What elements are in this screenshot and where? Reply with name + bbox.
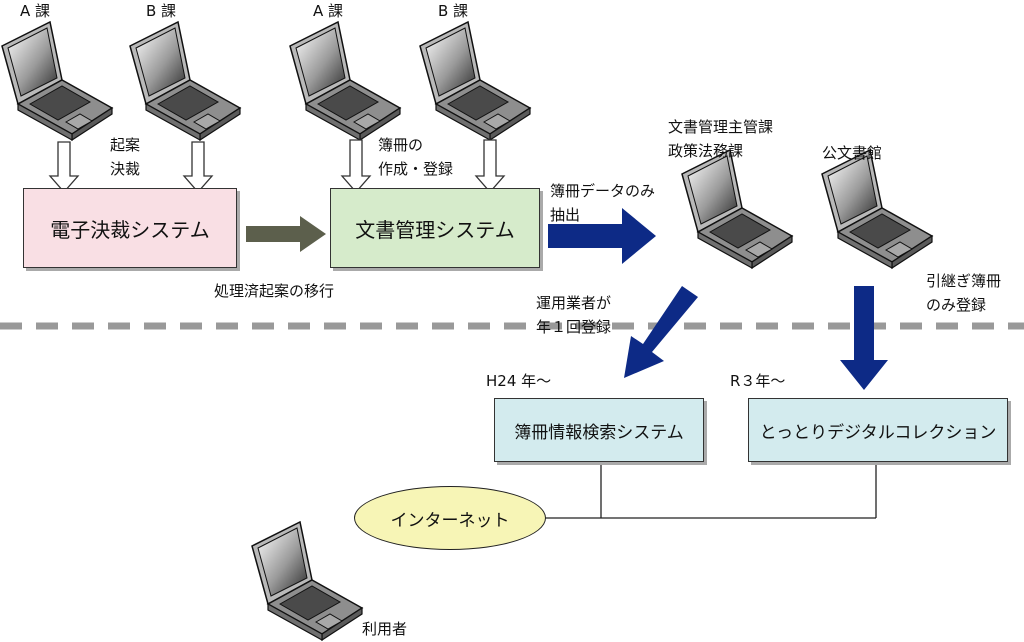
label-kessai: 決裁 xyxy=(110,160,141,178)
label-decision-division-b: B 課 xyxy=(146,2,177,20)
label-policy-division-line2: 政策法務課 xyxy=(668,142,744,160)
laptop-icon-archives xyxy=(821,149,933,269)
laptop-icon-decision-b xyxy=(129,21,241,141)
migration-arrow-icon xyxy=(246,216,326,252)
label-user: 利用者 xyxy=(362,620,408,638)
internet-ellipse: インターネット xyxy=(354,486,546,550)
extract-arrow-icon xyxy=(548,208,656,264)
down-arrow-icon-a xyxy=(48,141,80,193)
digital-collection-label: とっとりデジタルコレクション xyxy=(759,422,997,443)
label-document-division-a: A 課 xyxy=(313,2,344,20)
digital-collection-box: とっとりデジタルコレクション xyxy=(748,398,1008,462)
label-extract-line1: 簿冊データのみ xyxy=(550,182,656,200)
down-arrow-icon-b xyxy=(182,141,214,193)
label-archives: 公文書館 xyxy=(822,144,883,162)
laptop-icon-user xyxy=(251,521,363,641)
down-arrow-icon-d xyxy=(474,139,506,193)
label-search-since: H24 年～ xyxy=(486,372,552,390)
laptop-icon-policy-division xyxy=(681,149,793,269)
label-collection-since: R３年～ xyxy=(730,372,786,390)
internet-label: インターネット xyxy=(390,510,510,531)
label-bosatsu-line1: 簿冊の xyxy=(378,136,424,154)
search-system-box: 簿冊情報検索システム xyxy=(494,398,704,462)
document-management-system-box: 文書管理システム xyxy=(330,188,540,268)
label-vendor-line1: 運用業者が xyxy=(536,294,612,312)
e-decision-system-label: 電子決裁システム xyxy=(50,217,210,242)
laptop-icon-document-b xyxy=(419,21,531,141)
label-bosatsu-line2: 作成・登録 xyxy=(378,160,454,178)
label-extract-line2: 抽出 xyxy=(550,206,581,224)
search-arrow-icon xyxy=(624,286,698,378)
label-policy-division-line1: 文書管理主管課 xyxy=(668,118,774,136)
network-connector-lines xyxy=(544,462,877,519)
laptop-icon-document-a xyxy=(289,21,401,141)
archive-arrow-icon xyxy=(840,286,888,390)
label-vendor-line2: 年１回登録 xyxy=(536,318,612,336)
label-decision-division-a: A 課 xyxy=(20,2,51,20)
laptop-icon-decision-a xyxy=(1,21,113,141)
label-document-division-b: B 課 xyxy=(438,2,469,20)
label-migration: 処理済起案の移行 xyxy=(214,282,335,300)
label-archive-line1: 引継ぎ簿冊 xyxy=(926,272,1002,290)
document-management-system-label: 文書管理システム xyxy=(355,217,515,242)
label-kian: 起案 xyxy=(110,136,141,154)
e-decision-system-box: 電子決裁システム xyxy=(23,188,237,268)
search-system-label: 簿冊情報検索システム xyxy=(514,422,684,443)
label-archive-line2: のみ登録 xyxy=(926,296,987,314)
down-arrow-icon-c xyxy=(340,139,372,193)
